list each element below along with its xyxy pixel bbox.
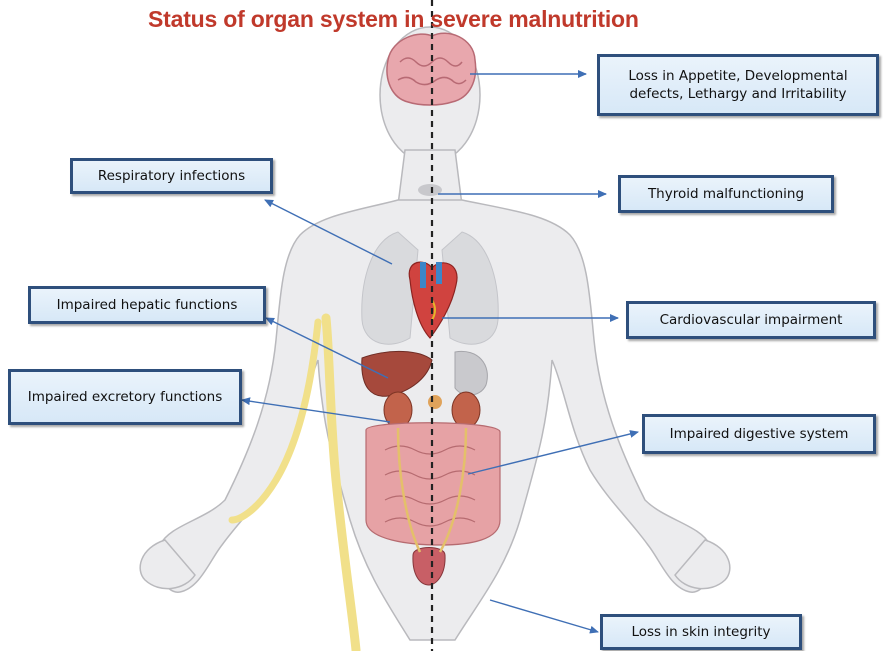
label-cardio-text: Cardiovascular impairment	[660, 311, 843, 329]
label-digestive: Impaired digestive system	[642, 414, 876, 454]
label-hepatic: Impaired hepatic functions	[28, 286, 266, 324]
label-respiratory-text: Respiratory infections	[98, 167, 245, 185]
arrow-skin	[490, 600, 598, 632]
label-brain-effects: Loss in Appetite, Developmental defects,…	[597, 54, 879, 116]
label-thyroid: Thyroid malfunctioning	[618, 175, 834, 213]
diagram-title: Status of organ system in severe malnutr…	[148, 6, 708, 33]
label-excretory: Impaired excretory functions	[8, 369, 242, 425]
label-thyroid-text: Thyroid malfunctioning	[648, 185, 804, 203]
label-skin: Loss in skin integrity	[600, 614, 802, 650]
pancreas	[428, 395, 442, 409]
label-hepatic-text: Impaired hepatic functions	[57, 296, 238, 314]
label-brain-text: Loss in Appetite, Developmental defects,…	[606, 67, 870, 103]
label-skin-text: Loss in skin integrity	[631, 623, 770, 641]
label-cardio: Cardiovascular impairment	[626, 301, 876, 339]
label-excretory-text: Impaired excretory functions	[28, 388, 223, 406]
label-respiratory: Respiratory infections	[70, 158, 273, 194]
label-digestive-text: Impaired digestive system	[670, 425, 849, 443]
